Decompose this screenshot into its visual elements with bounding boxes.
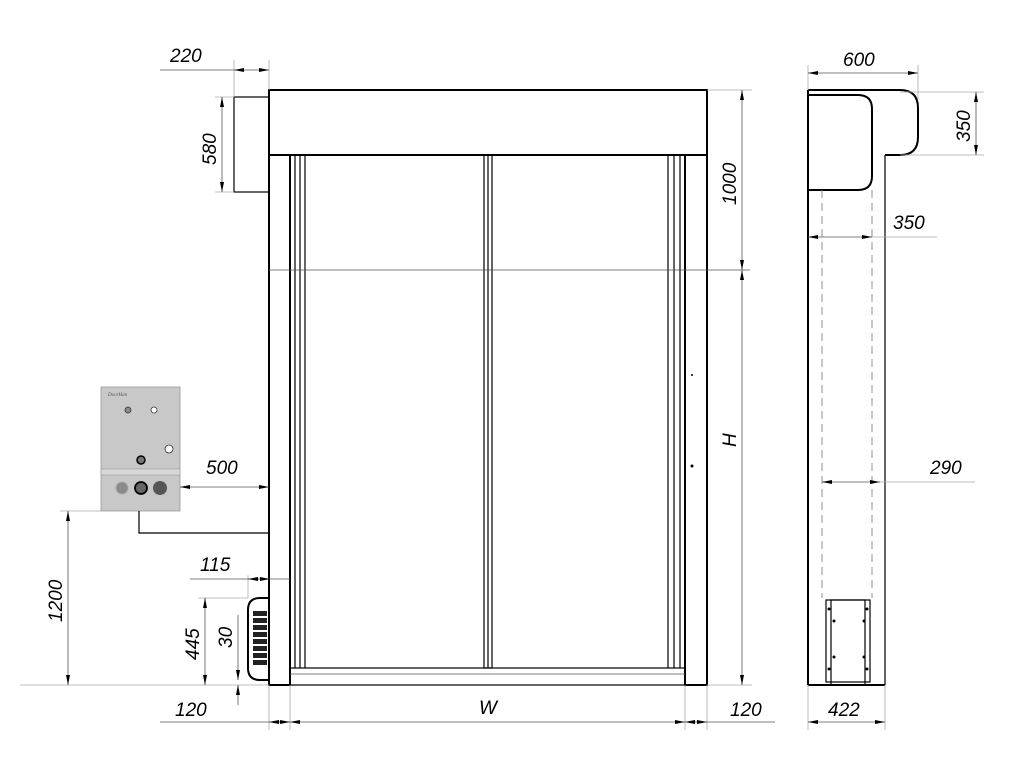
dim-panel-offset: 500: [206, 458, 238, 479]
dim-inner-depth: 350: [893, 213, 925, 234]
right-post: [684, 154, 708, 686]
inner-box: [808, 94, 873, 191]
indicator-light-icon: [124, 406, 132, 414]
header-outline: [808, 89, 919, 156]
dim-header-height: 1000: [720, 162, 741, 205]
dim-panel-height: 1200: [46, 579, 67, 622]
cable: [138, 511, 269, 534]
indicator-light-icon: [150, 406, 158, 414]
bottom-bar: [289, 667, 686, 686]
dim-guide-depth: 290: [929, 458, 962, 479]
left-post: [268, 154, 291, 686]
dim-vent-height: 445: [183, 628, 204, 660]
control-panel: DoorHan: [100, 386, 181, 512]
vent-housing: [247, 597, 270, 681]
button-icon: [153, 481, 167, 495]
dim-header-depth: 600: [843, 50, 875, 71]
fastener-dot: [691, 374, 693, 376]
dim-right-post: 120: [730, 700, 762, 721]
dim-vent-gap: 30: [216, 626, 237, 648]
vent-grille: [253, 611, 267, 665]
dim-vent-offset: 115: [200, 555, 231, 576]
left-guide: [294, 155, 306, 668]
panel-divider: [100, 468, 181, 476]
right-guide: [667, 155, 681, 668]
panel-logo: DoorHan: [107, 393, 128, 398]
stop-button-icon: [134, 481, 148, 495]
bracket-bolts: [827, 607, 869, 671]
header-box: [268, 89, 708, 156]
dim-base-depth: 422: [828, 700, 860, 721]
dim-width: W: [479, 698, 499, 719]
button-icon: [115, 481, 129, 495]
selector-icon: [136, 455, 146, 465]
dim-height: H: [720, 433, 741, 447]
motor-box: [233, 96, 270, 193]
fastener-dot: [690, 464, 694, 468]
side-view: 600 350 350 290 422: [807, 50, 984, 730]
dim-side-header-height: 350: [954, 110, 975, 142]
side-dimensions: 600 350 350 290 422: [807, 50, 984, 730]
dim-motor-width: 220: [169, 46, 202, 67]
dim-left-post: 120: [175, 700, 207, 721]
base-bracket-inner: [830, 599, 866, 686]
base-bracket: [825, 599, 871, 683]
dim-motor-height: 580: [200, 133, 221, 165]
front-view: DoorHan 220 580: [20, 46, 775, 730]
key-switch-icon: [164, 444, 174, 454]
front-dimensions: 220 580 1000 H 500 1200 115 445: [20, 46, 775, 730]
